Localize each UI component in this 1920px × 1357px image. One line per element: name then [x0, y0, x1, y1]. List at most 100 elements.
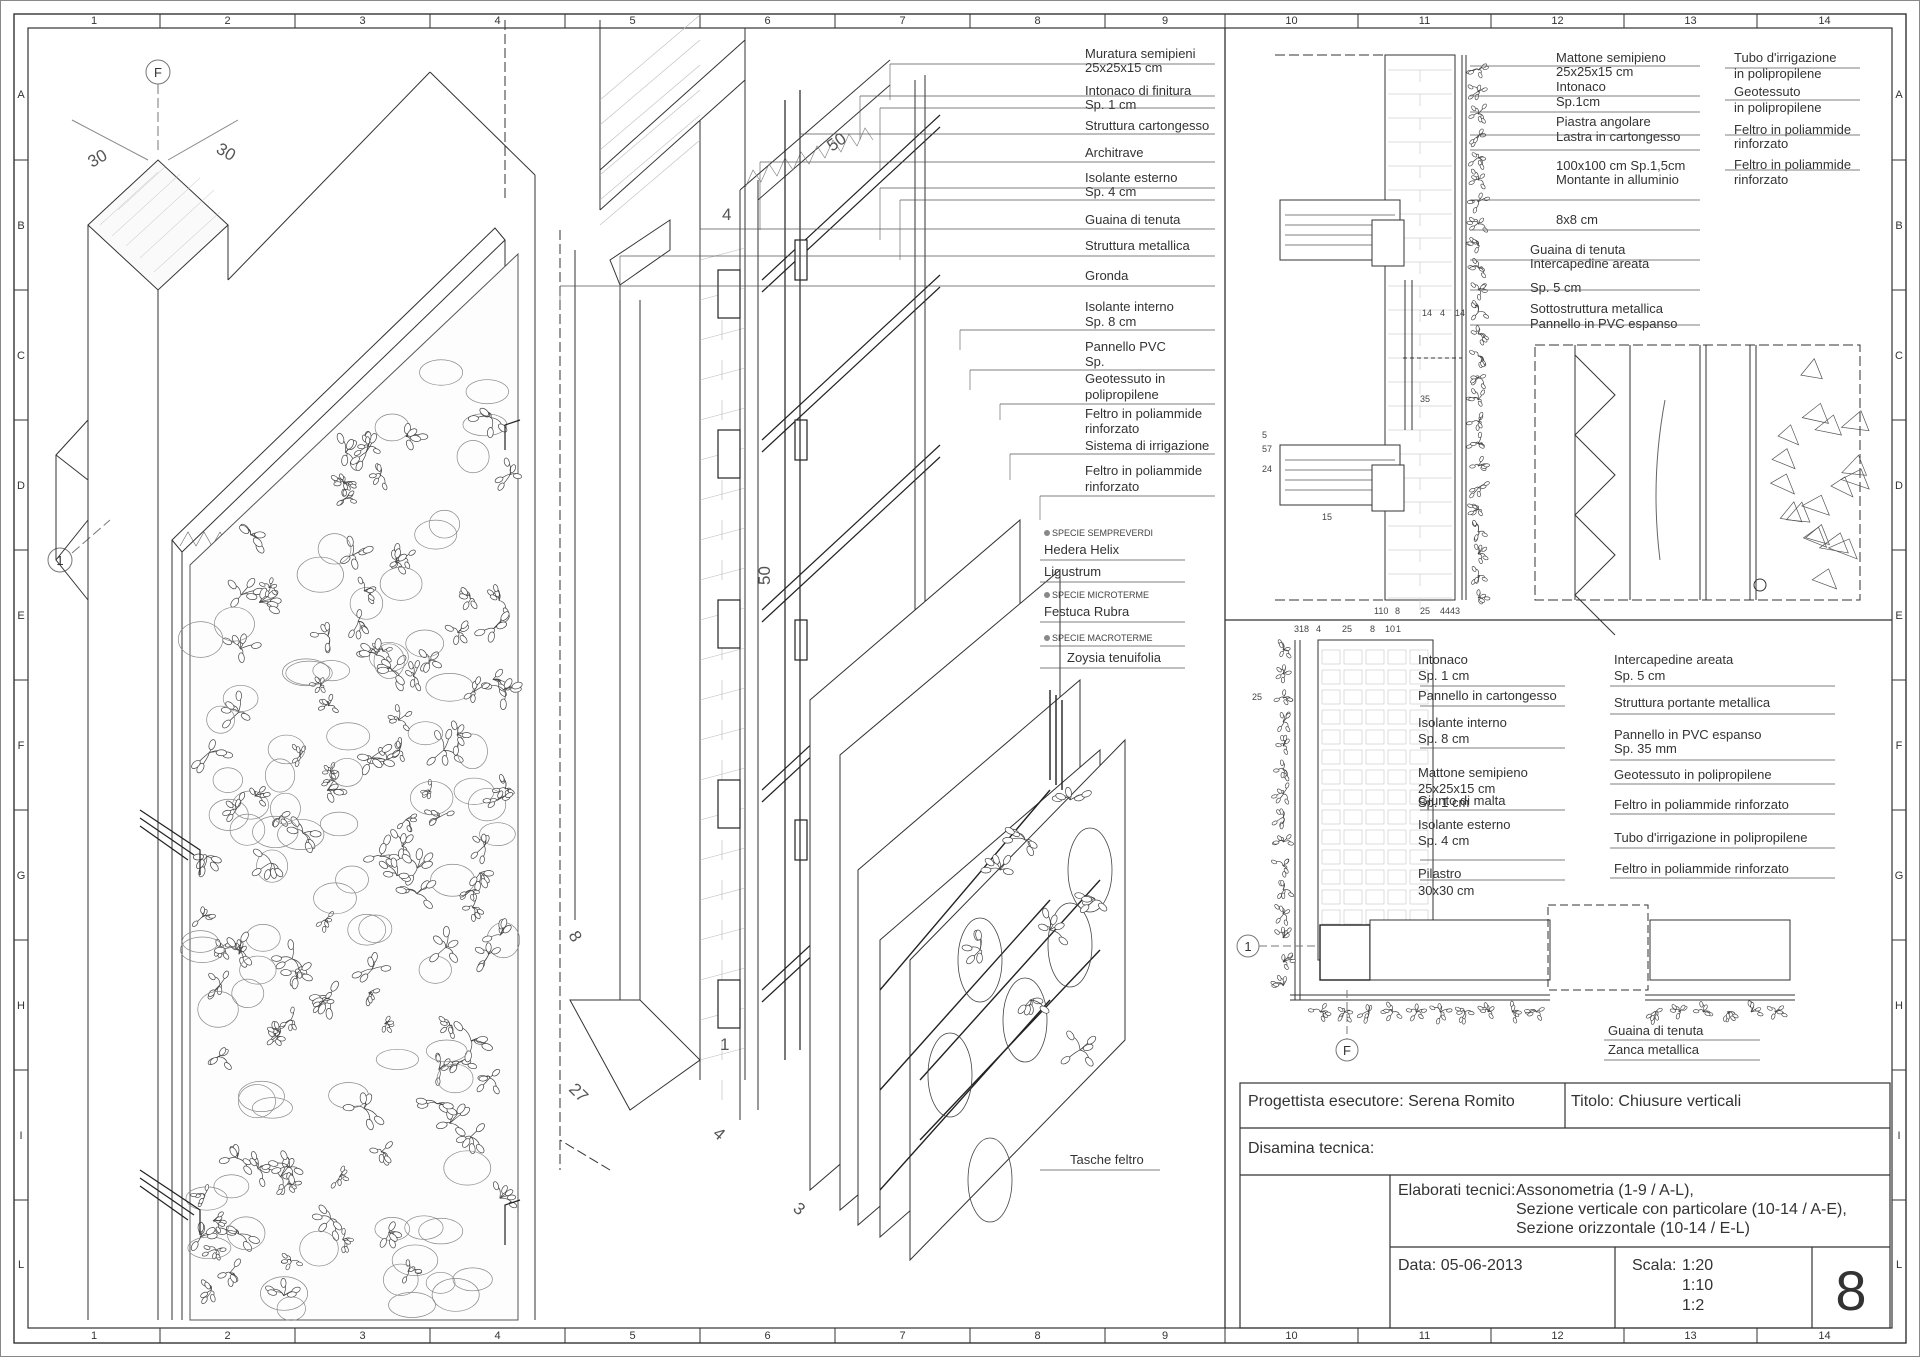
vsec-label: 25x25x15 cm	[1556, 64, 1633, 79]
date-field: Data: 05-06-2013	[1398, 1257, 1523, 1274]
dim-3: 3	[789, 1199, 808, 1220]
grid-row-right: L	[1896, 1259, 1902, 1271]
grid-row-left: I	[19, 1130, 22, 1142]
grid-col-top: 1	[91, 15, 97, 27]
hsec-label: Isolante esterno	[1418, 817, 1511, 832]
hsec-dim: 4	[1316, 624, 1321, 634]
grid-col-bottom: 13	[1684, 1330, 1696, 1342]
grid-row-right: G	[1895, 870, 1904, 882]
axo-label: Muratura semipieni	[1085, 46, 1196, 61]
hsec-label: Mattone semipieno	[1418, 765, 1528, 780]
grid-row-right: I	[1897, 1130, 1900, 1142]
hsec-label: Sp. 8 cm	[1418, 731, 1469, 746]
grid-col-bottom: 10	[1285, 1330, 1297, 1342]
axo-label: Pannello PVC	[1085, 339, 1166, 354]
vsec-label-right: Tubo d'irrigazione	[1734, 50, 1836, 65]
hsec-label: Isolante interno	[1418, 715, 1507, 730]
axo-label: Sistema di irrigazione	[1085, 438, 1209, 453]
hsec-label: Intonaco	[1418, 652, 1468, 667]
grid-col-top: 6	[764, 15, 770, 27]
grid-row-right: E	[1895, 610, 1902, 622]
hsec-label-right: Intercapedine areata	[1614, 652, 1734, 667]
grid-row-right: C	[1895, 350, 1903, 362]
grid-marker-1-label: 1	[56, 553, 63, 568]
grid-row-right: D	[1895, 480, 1903, 492]
vsec-label-right: Feltro in poliammide	[1734, 157, 1851, 172]
drawings-label: Elaborati tecnici:	[1398, 1182, 1515, 1199]
inner-frame	[27, 27, 1893, 1329]
grid-marker-f-label: F	[154, 65, 162, 80]
species-label: Hedera Helix	[1044, 542, 1120, 557]
axo-label: polipropilene	[1085, 387, 1159, 402]
axo-label: rinforzato	[1085, 479, 1139, 494]
axo-label: Isolante esterno	[1085, 170, 1178, 185]
species-label: Zoysia tenuifolia	[1067, 650, 1162, 665]
grid-row-left: B	[17, 220, 24, 232]
drawing-item-3: Sezione orizzontale (10-14 / E-L)	[1516, 1220, 1750, 1237]
hsec-label-right: Tubo d'irrigazione in polipropilene	[1614, 830, 1808, 845]
vsec-label: Montante in alluminio	[1556, 172, 1679, 187]
grid-col-top: 7	[899, 15, 905, 27]
drawing-item-1: Assonometria (1-9 / A-L),	[1516, 1182, 1694, 1199]
grid-col-bottom: 2	[224, 1330, 230, 1342]
vsec-dim: 15	[1322, 512, 1332, 522]
scale-label: Scala:	[1632, 1257, 1676, 1274]
axo-label: Gronda	[1085, 268, 1129, 283]
hsec-dim: 25	[1342, 624, 1352, 634]
axo-label: rinforzato	[1085, 421, 1139, 436]
axo-label: Struttura cartongesso	[1085, 118, 1209, 133]
hsec-dim: 8	[1370, 624, 1375, 634]
vsec-label: Mattone semipieno	[1556, 50, 1666, 65]
dim-30-left: 30	[85, 146, 111, 172]
title-block	[1239, 1082, 1891, 1329]
vsec-label: Pannello in PVC espanso	[1530, 316, 1677, 331]
axo-label: Intonaco di finitura	[1085, 83, 1192, 98]
vsec-dim: 8	[1395, 606, 1400, 616]
vsec-label: 8x8 cm	[1556, 212, 1598, 227]
grid-col-bottom: 5	[629, 1330, 635, 1342]
hsec-label: Giunto di malta	[1418, 793, 1506, 808]
grid-col-bottom: 11	[1419, 1330, 1430, 1342]
review-field: Disamina tecnica:	[1248, 1140, 1374, 1157]
foliage-texture	[177, 359, 523, 1321]
grid-marker-1	[47, 547, 73, 573]
axo-label: Sp. 1 cm	[1085, 97, 1136, 112]
dim-4-bottom: 4	[709, 1124, 728, 1145]
grid-col-top: 5	[629, 15, 635, 27]
dim-4-top: 4	[722, 205, 731, 224]
hsec-label-right: Sp. 5 cm	[1614, 668, 1665, 683]
hsec-label-right: Feltro in poliammide rinforzato	[1614, 797, 1789, 812]
vsec-dim: 110	[1374, 606, 1388, 616]
hsec-label: Sp. 1 cm	[1418, 795, 1469, 810]
scale-1: 1:20	[1682, 1257, 1713, 1274]
vsec-label: Intonaco	[1556, 79, 1606, 94]
drawing-frame	[13, 13, 1907, 1344]
axo-label: Sp. 4 cm	[1085, 184, 1136, 199]
scale-2: 1:10	[1682, 1277, 1713, 1294]
vsec-dim: 35	[1420, 394, 1430, 404]
grid-col-bottom: 8	[1034, 1330, 1040, 1342]
vsec-label-right: Feltro in poliammide	[1734, 122, 1851, 137]
hsec-label-right: Sp. 35 mm	[1614, 741, 1677, 756]
grid-col-top: 12	[1551, 15, 1563, 27]
vsec-label: Intercapedine areata	[1530, 256, 1650, 271]
hsec-label-right: Struttura portante metallica	[1614, 695, 1771, 710]
grid-col-top: 4	[494, 15, 500, 27]
zanca-label: Zanca metallica	[1608, 1042, 1700, 1057]
species-label: Ligustrum	[1044, 564, 1101, 579]
grid-col-bottom: 3	[359, 1330, 365, 1342]
grid-col-top: 8	[1034, 15, 1040, 27]
hsec-label-right: Geotessuto in polipropilene	[1614, 767, 1772, 782]
axonometric-view: F 30 30 1	[47, 14, 1126, 1321]
vsec-dim: 25	[1420, 606, 1430, 616]
grid-col-top: 2	[224, 15, 230, 27]
grid-col-top: 11	[1419, 15, 1430, 27]
vertical-section	[1275, 54, 1870, 636]
hsec-marker-f-label: F	[1343, 1043, 1351, 1058]
hsec-label-right: Pannello in PVC espanso	[1614, 727, 1761, 742]
